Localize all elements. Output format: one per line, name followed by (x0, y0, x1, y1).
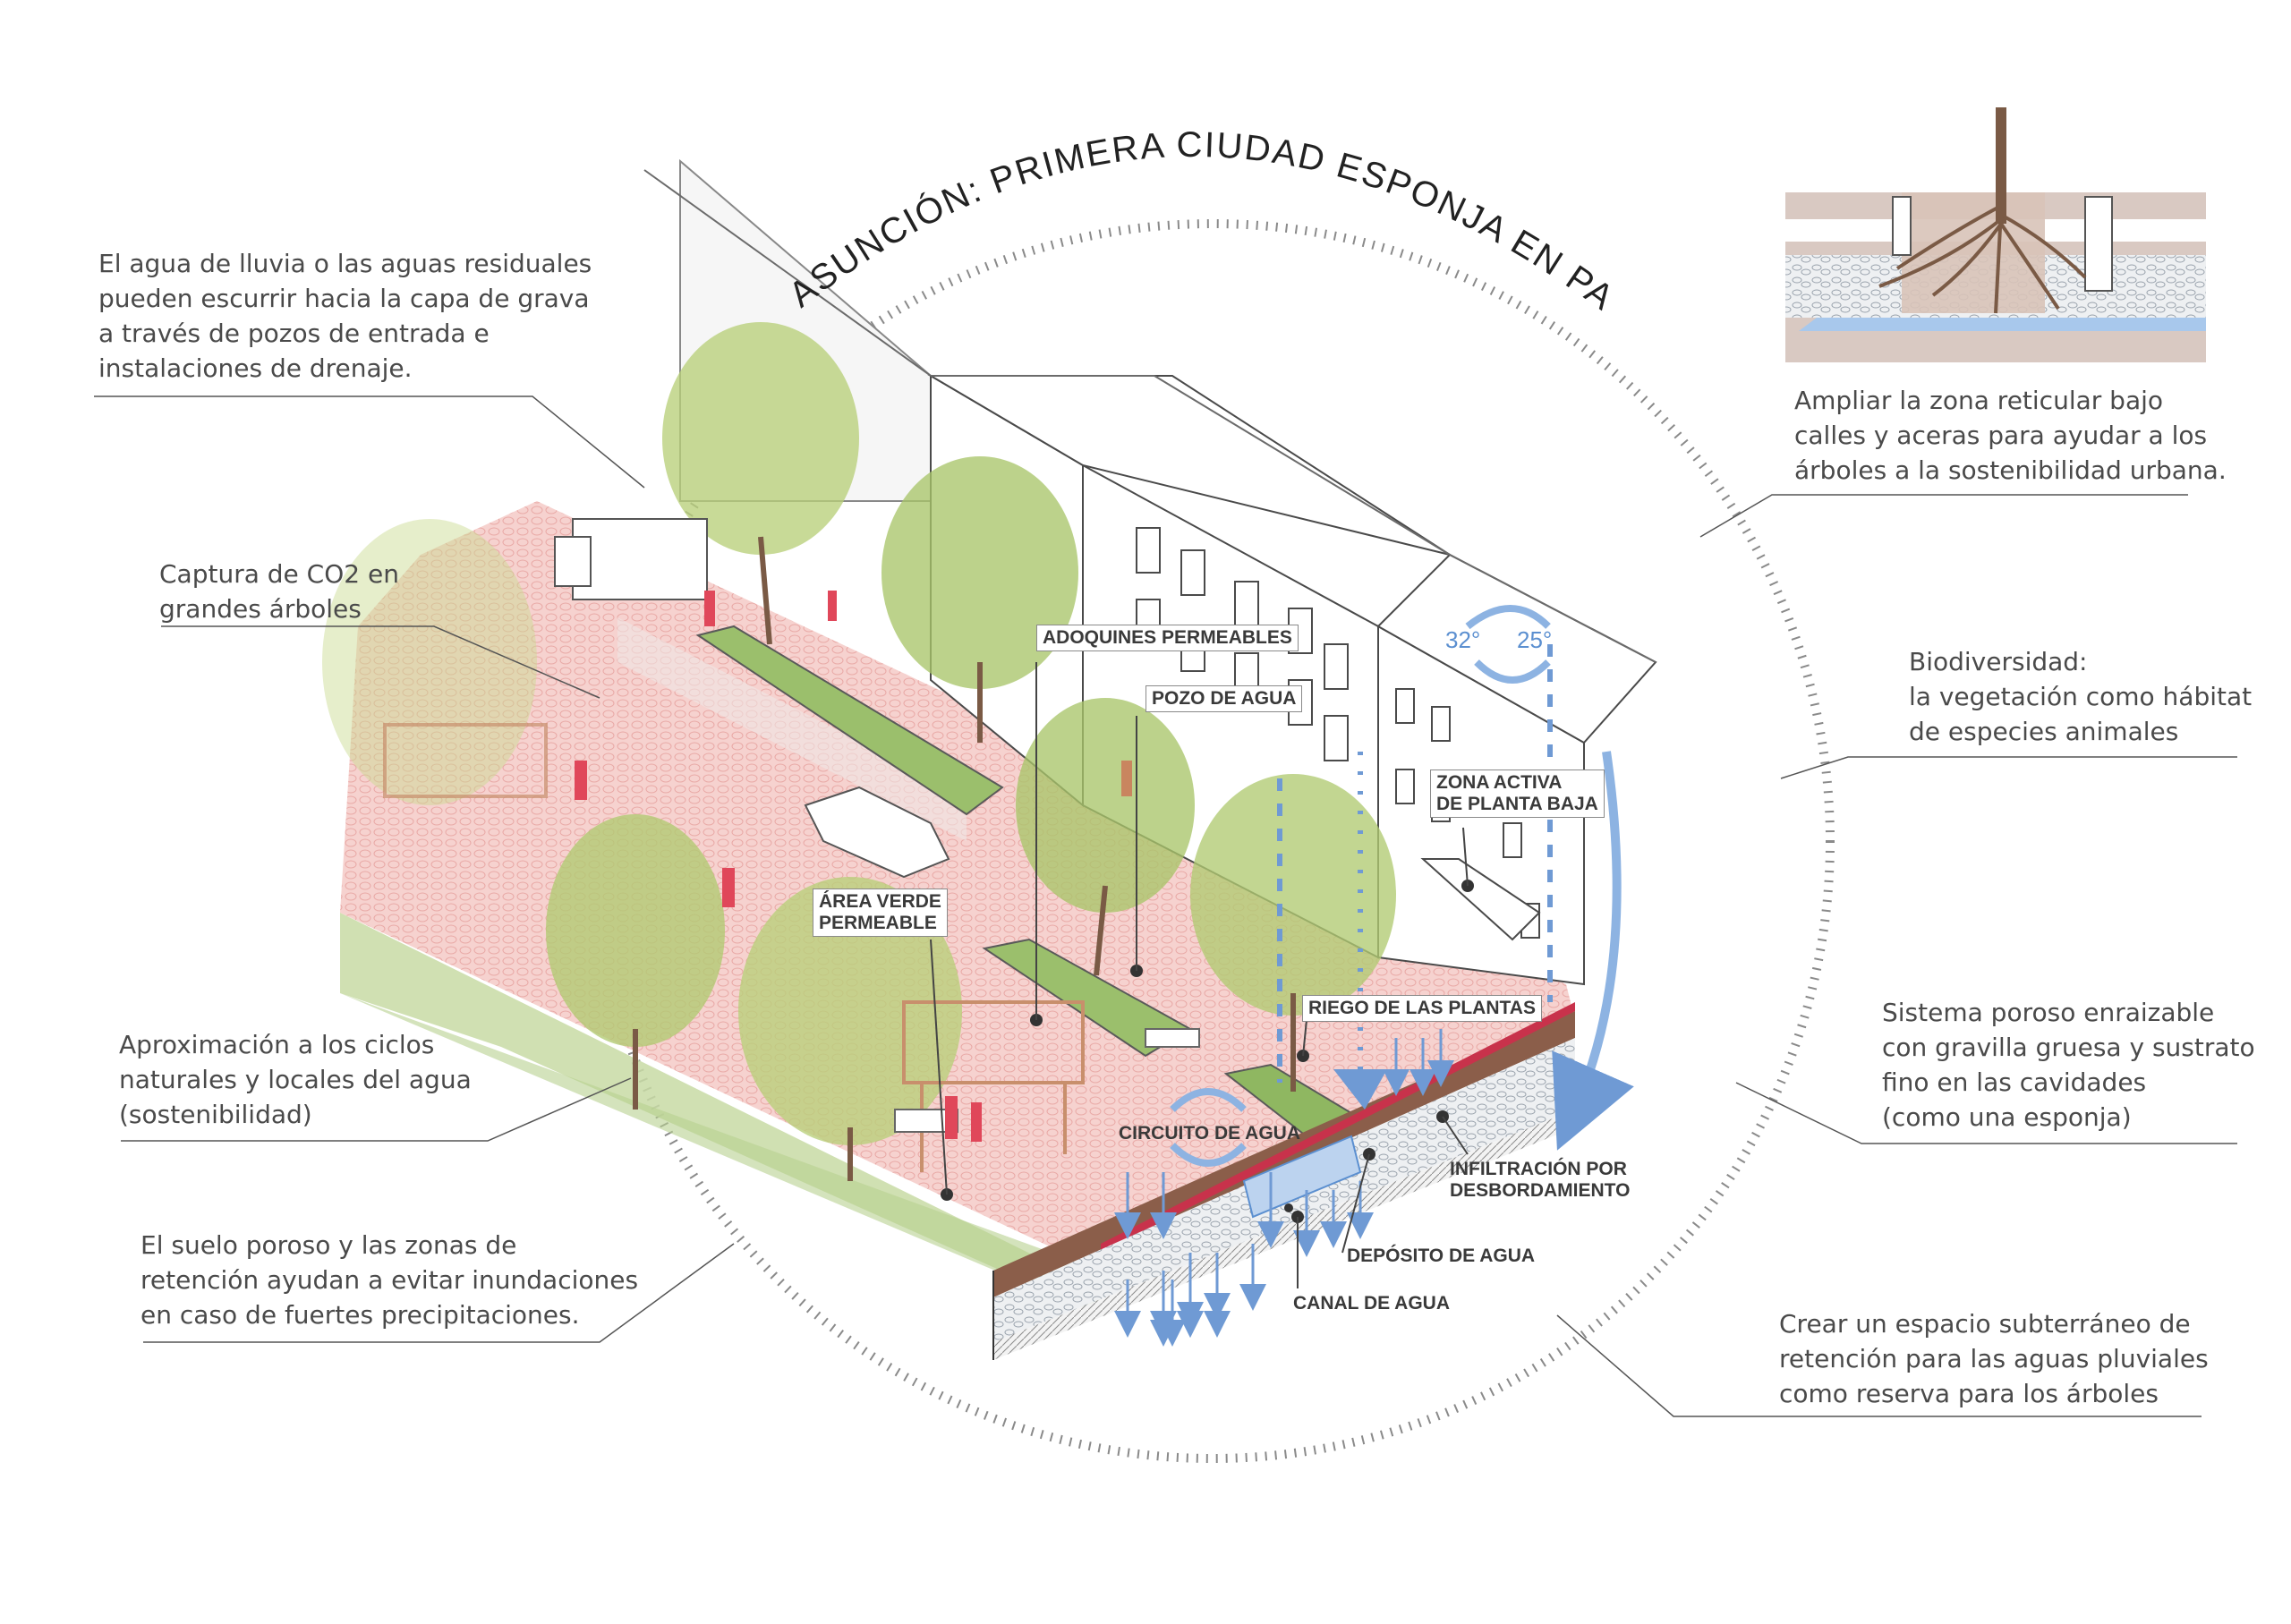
truck (554, 518, 708, 600)
section-red-line (1101, 1002, 1575, 1253)
tag-water-tank: DEPÓSITO DE AGUA (1347, 1246, 1536, 1266)
pergolas (383, 723, 1085, 1172)
funnel-icon (1333, 1069, 1387, 1110)
awning (1420, 858, 1541, 941)
water-channel (1242, 1135, 1362, 1219)
note-porous-system: Sistema poroso enraizable con gravilla g… (1882, 998, 2255, 1132)
section-base (993, 1110, 1575, 1360)
tag-water-well: POZO DE AGUA (1146, 685, 1303, 712)
tag-plant-irrigation: RIEGO DE LAS PLANTAS (1302, 995, 1542, 1022)
tag-active-ground-floor: ZONA ACTIVA DE PLANTA BAJA (1430, 769, 1605, 818)
note-rain-runoff: El agua de lluvia o las aguas residuales… (98, 249, 592, 383)
circulation-arrows (1170, 605, 1551, 1167)
note-grid-zone: Ampliar la zona reticular bajo calles y … (1794, 386, 2227, 485)
note-water-cycles: Aproximación a los ciclos naturales y lo… (119, 1030, 472, 1129)
tag-water-channel: CANAL DE AGUA (1293, 1293, 1451, 1314)
tag-leaders (930, 662, 1469, 1288)
inset-root-section (1785, 107, 2206, 362)
tag-overflow-infiltration: INFILTRACIÓN POR DESBORDAMIENTO (1450, 1159, 1631, 1201)
note-underground-retention: Crear un espacio subterráneo de retenció… (1779, 1309, 2209, 1408)
tag-permeable-pavers: ADOQUINES PERMEABLES (1036, 625, 1299, 651)
note-co2-capture: Captura de CO2 en grandes árboles (159, 559, 399, 624)
temperature-cool: 25° (1517, 626, 1553, 653)
car (804, 786, 950, 879)
planter-bed-1 (695, 625, 1004, 816)
tag-water-circuit: CIRCUITO DE AGUA (1119, 1123, 1301, 1144)
note-porous-soil: El suelo poroso y las zonas de retención… (141, 1230, 639, 1330)
trees (322, 322, 1396, 1145)
street (617, 617, 967, 841)
temperature-hot: 32° (1445, 626, 1481, 653)
people (575, 591, 1132, 1142)
note-biodiversity: Biodiversidad: la vegetación como hábita… (1909, 647, 2253, 746)
note-leaders (94, 395, 2237, 1417)
rain-arrow (1552, 751, 1634, 1151)
tag-permeable-green-area: ÁREA VERDE PERMEABLE (813, 889, 948, 937)
